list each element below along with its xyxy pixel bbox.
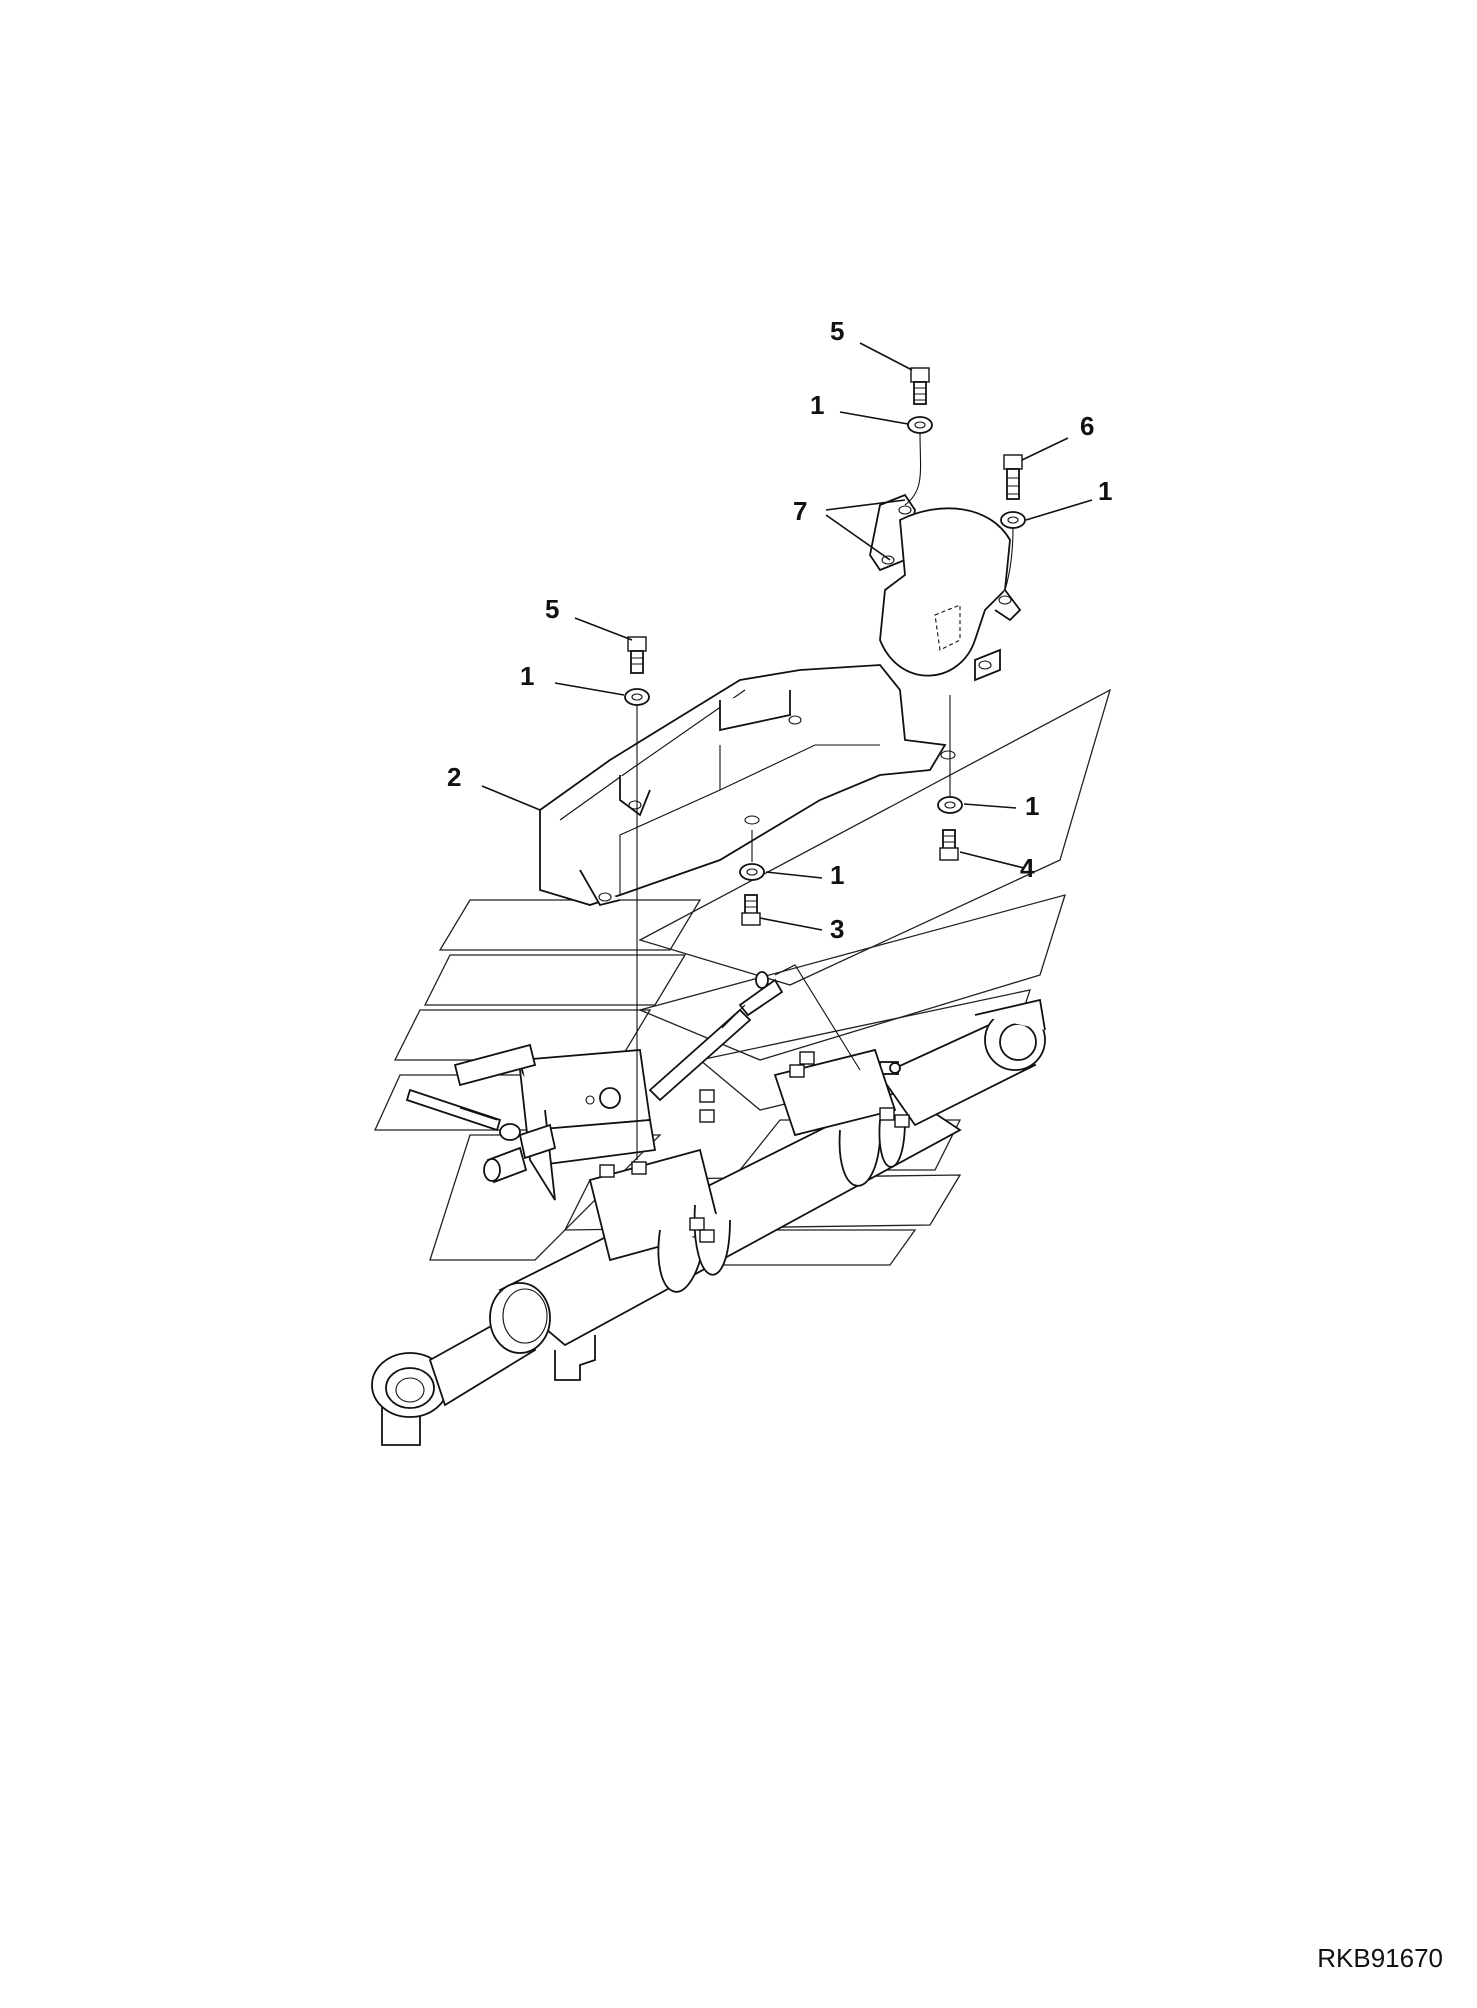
- callout-6: 6: [1080, 411, 1094, 441]
- callout-1-mid: 1: [1025, 791, 1039, 821]
- callout-1-low: 1: [830, 860, 844, 890]
- valve-block: [405, 971, 784, 1201]
- callout-5-left: 5: [545, 594, 559, 624]
- callout-1-right: 1: [1098, 476, 1112, 506]
- callout-2: 2: [447, 762, 461, 792]
- callout-3: 3: [830, 914, 844, 944]
- callout-labels: 5 1 6 1 7 5 1 2 1 4 1 3: [447, 316, 1112, 944]
- reference-code: RKB91670: [1317, 1943, 1443, 1973]
- callout-5-top: 5: [830, 316, 844, 346]
- clamp: [869, 493, 1022, 682]
- callout-7: 7: [793, 496, 807, 526]
- assembly-lines: [636, 432, 1014, 1160]
- mounting-brackets: [588, 1048, 910, 1293]
- leader-lines: [481, 342, 1093, 931]
- callout-4: 4: [1020, 853, 1035, 883]
- callout-1-top: 1: [810, 390, 824, 420]
- guard-cover: [539, 664, 956, 907]
- callout-1-left: 1: [520, 661, 534, 691]
